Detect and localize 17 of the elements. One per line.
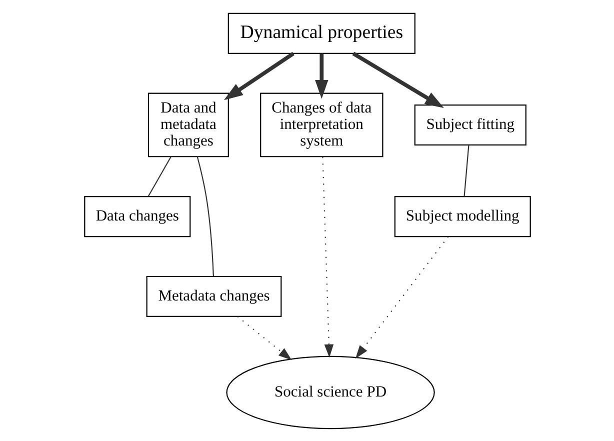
node-box: Metadata changes — [146, 275, 282, 316]
arrow — [354, 236, 448, 358]
arrow — [352, 51, 444, 108]
node-ellipse: Social science PD — [226, 355, 434, 429]
node-box: Subject fitting — [414, 104, 526, 146]
connector — [147, 156, 171, 196]
connector — [463, 144, 469, 196]
arrow — [223, 51, 294, 100]
arrow — [314, 52, 328, 98]
arrow — [236, 316, 292, 360]
arrow — [322, 156, 334, 358]
node-box: Data changes — [84, 196, 190, 237]
node-box: Subject modelling — [394, 196, 530, 237]
node-box: Dynamical properties — [227, 12, 415, 54]
connector — [196, 156, 214, 276]
node-box: Changes of data interpretation system — [260, 92, 383, 157]
node-box: Data and metadata changes — [147, 92, 228, 157]
